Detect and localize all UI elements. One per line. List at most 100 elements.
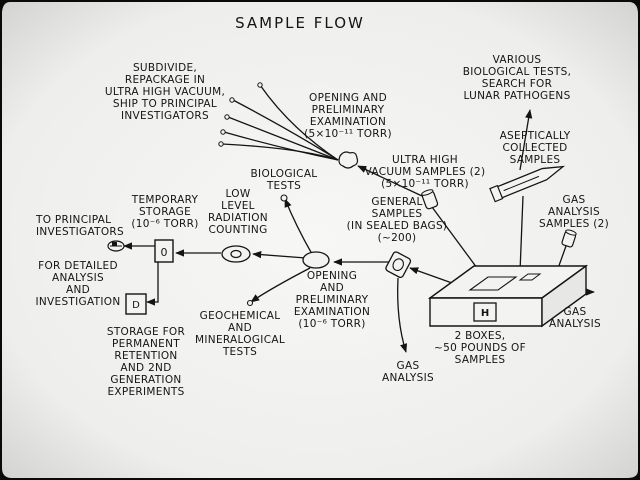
label-line: (10⁻⁶ TORR) — [298, 318, 366, 330]
fan-line-2 — [227, 116, 339, 161]
label-line: MINERALOGICAL — [195, 334, 285, 346]
label-line: GAS — [562, 194, 586, 206]
arrow-opening-to-counting — [252, 250, 307, 259]
label-line: TESTS — [266, 180, 302, 192]
label-line: INVESTIGATORS — [121, 110, 209, 122]
label-line: RETENTION — [114, 350, 178, 362]
label-line: LUNAR PATHOGENS — [463, 90, 571, 102]
label-line: SHIP TO PRINCIPAL — [112, 98, 218, 110]
label-line: FOR DETAILED — [38, 260, 118, 272]
arrow-box-to-general — [409, 267, 453, 284]
opening-main-ellipse — [302, 251, 330, 269]
label-line: INVESTIGATION — [35, 296, 121, 308]
label-line: PRELIMINARY — [311, 104, 385, 116]
label-line: PRELIMINARY — [295, 294, 369, 306]
label-line: GEOCHEMICAL — [199, 310, 281, 322]
label-line: COUNTING — [208, 224, 268, 236]
arrow-to-biological-tests — [284, 198, 313, 255]
page-title: SAMPLE FLOW — [235, 14, 365, 32]
label-line: AND 2ND — [120, 362, 172, 374]
fan-end-3 — [220, 129, 226, 135]
label-line: TESTS — [222, 346, 258, 358]
fan-end-2 — [224, 114, 230, 120]
label-line: (10⁻⁶ TORR) — [131, 218, 199, 230]
label-line: REPACKAGE IN — [124, 74, 206, 86]
label-line: AND — [227, 322, 253, 334]
label-line: ULTRA HIGH VACUUM, — [104, 86, 226, 98]
label-line: ANALYSIS — [52, 272, 104, 284]
label-line: SAMPLES (2) — [538, 218, 610, 230]
uhv-opening-chamber-icon — [338, 151, 359, 169]
temporary-storage-box — [154, 239, 174, 263]
shipping-bag-icon — [107, 240, 125, 252]
uhv-sample-canister-icon — [421, 189, 439, 210]
aseptic-sampler-icon — [489, 165, 566, 203]
label-line: ANALYSIS — [548, 206, 600, 218]
gas-sample-canister-icon — [561, 229, 577, 248]
sample-box-icon — [427, 264, 589, 328]
label-line: STORAGE FOR — [106, 326, 186, 338]
label-line: GENERAL — [371, 196, 423, 208]
label-line: SEARCH FOR — [481, 78, 553, 90]
label-line: VARIOUS — [492, 54, 542, 66]
label-line: TEMPORARY — [131, 194, 199, 206]
box-glyph: H — [481, 308, 489, 319]
label-line: ANALYSIS — [549, 318, 601, 330]
label-line: GAS — [563, 306, 587, 318]
fan-end-5 — [218, 141, 224, 147]
label-line: SUBDIVIDE, — [132, 62, 198, 74]
label-line: SAMPLES — [454, 354, 506, 366]
arrow-aseptic-to-biological — [519, 109, 533, 171]
arrow-to-geochemical — [250, 267, 311, 303]
sealed-bag-icon — [385, 251, 412, 278]
label-line: AND — [319, 282, 345, 294]
label-line: SAMPLES — [371, 208, 423, 220]
label-line: (5×10⁻¹¹ TORR) — [304, 128, 392, 140]
storage-box — [125, 293, 147, 315]
fan-line-3 — [223, 131, 339, 161]
label-line: OPENING — [306, 270, 358, 282]
label-line: BIOLOGICAL TESTS, — [462, 66, 572, 78]
biological-tests-node — [280, 194, 288, 202]
radiation-counter-icon — [221, 245, 251, 263]
storage-glyph: D — [132, 300, 140, 311]
label-line: ~50 POUNDS OF — [434, 342, 526, 354]
label-line: ULTRA HIGH — [392, 154, 458, 166]
label-line: EXPERIMENTS — [107, 386, 185, 398]
label-line: ASEPTICALLY — [499, 130, 571, 142]
label-line: ANALYSIS — [382, 372, 434, 384]
geochemical-node — [246, 299, 254, 307]
label-line: LOW — [225, 188, 251, 200]
label-line: PERMANENT — [112, 338, 180, 350]
label-line: COLLECTED — [502, 142, 568, 154]
fan-line-4 — [259, 84, 339, 161]
label-line: INVESTIGATORS — [36, 226, 124, 238]
fan-line-5 — [221, 143, 339, 161]
label-line: (IN SEALED BAGS) — [346, 220, 448, 232]
label-line: (~200) — [377, 232, 417, 244]
label-line: RADIATION — [208, 212, 268, 224]
line-box-to-uhv — [431, 206, 481, 273]
label-line: BIOLOGICAL — [250, 168, 318, 180]
arrow-temp-to-storage — [146, 262, 159, 306]
arrow-to-gas-analysis — [397, 277, 408, 353]
label-line: LEVEL — [221, 200, 255, 212]
label-line: STORAGE — [138, 206, 192, 218]
line-box-to-aseptic — [519, 195, 524, 273]
